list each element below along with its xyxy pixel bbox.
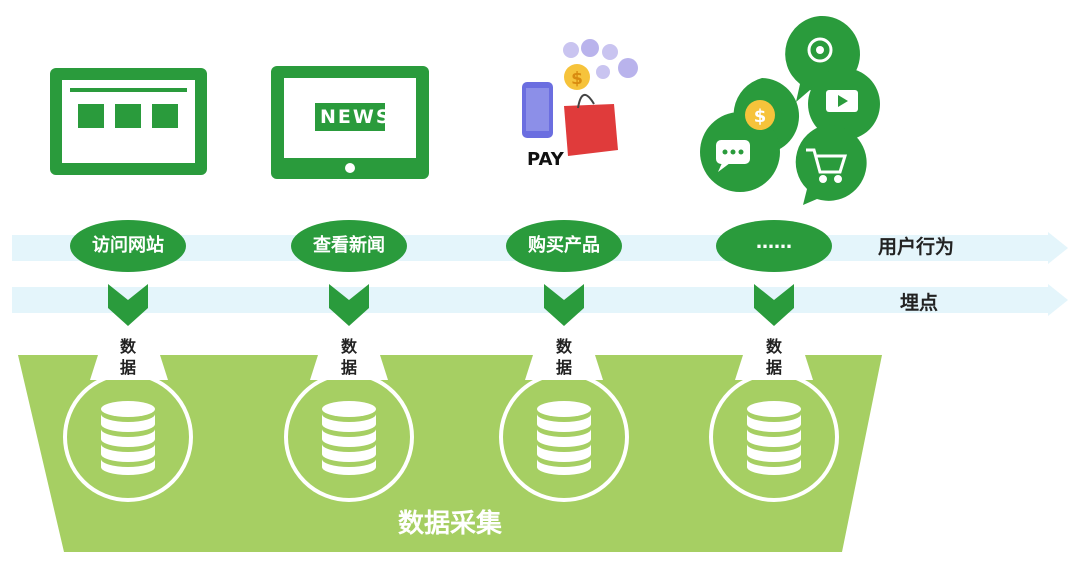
database-icon	[537, 401, 591, 475]
data-label: 数据	[765, 337, 782, 377]
row-label-user-behavior: 用户行为	[878, 236, 955, 258]
news-label: NEWS	[320, 106, 392, 128]
chevron-down-icon	[108, 284, 148, 326]
pay-label: PAY	[527, 149, 564, 170]
database-group-1	[63, 372, 193, 502]
collection-trapezoid	[18, 355, 882, 552]
at-icon	[807, 37, 833, 63]
cart-icon	[806, 148, 848, 183]
dollar-icon: $	[571, 69, 583, 89]
data-label: 数据	[340, 337, 357, 377]
database-icon	[101, 401, 155, 475]
news-device	[271, 66, 429, 179]
social-cluster: $	[700, 15, 880, 205]
behavior-label-buy-product: 购买产品	[528, 235, 600, 256]
chevron-down-icon	[329, 284, 369, 326]
collection-title: 数据采集	[398, 509, 503, 539]
data-label: 数据	[119, 337, 136, 377]
tracking-band	[12, 284, 1068, 316]
chevrons	[108, 284, 794, 326]
behavior-pills	[70, 220, 832, 272]
database-group-2	[284, 372, 414, 502]
database-icon	[322, 401, 376, 475]
chevron-down-icon	[544, 284, 584, 326]
database-group-4	[709, 372, 839, 502]
chevron-down-icon	[754, 284, 794, 326]
behavior-label-more: ……	[756, 232, 792, 253]
shopping-bag-icon	[564, 104, 618, 156]
trapezoid-notches	[90, 355, 813, 380]
row-label-tracking: 埋点	[900, 292, 939, 314]
database-icon	[747, 401, 801, 475]
pay-graphic: $	[522, 39, 638, 156]
data-label: 数据	[555, 337, 572, 377]
behavior-label-visit-site: 访问网站	[92, 235, 164, 256]
database-group-3	[499, 372, 629, 502]
dollar-icon	[745, 100, 775, 130]
svg-text:$: $	[754, 106, 767, 127]
coin-dollar-icon	[564, 64, 590, 90]
website-device	[50, 68, 207, 175]
behavior-label-view-news: 查看新闻	[313, 235, 385, 256]
